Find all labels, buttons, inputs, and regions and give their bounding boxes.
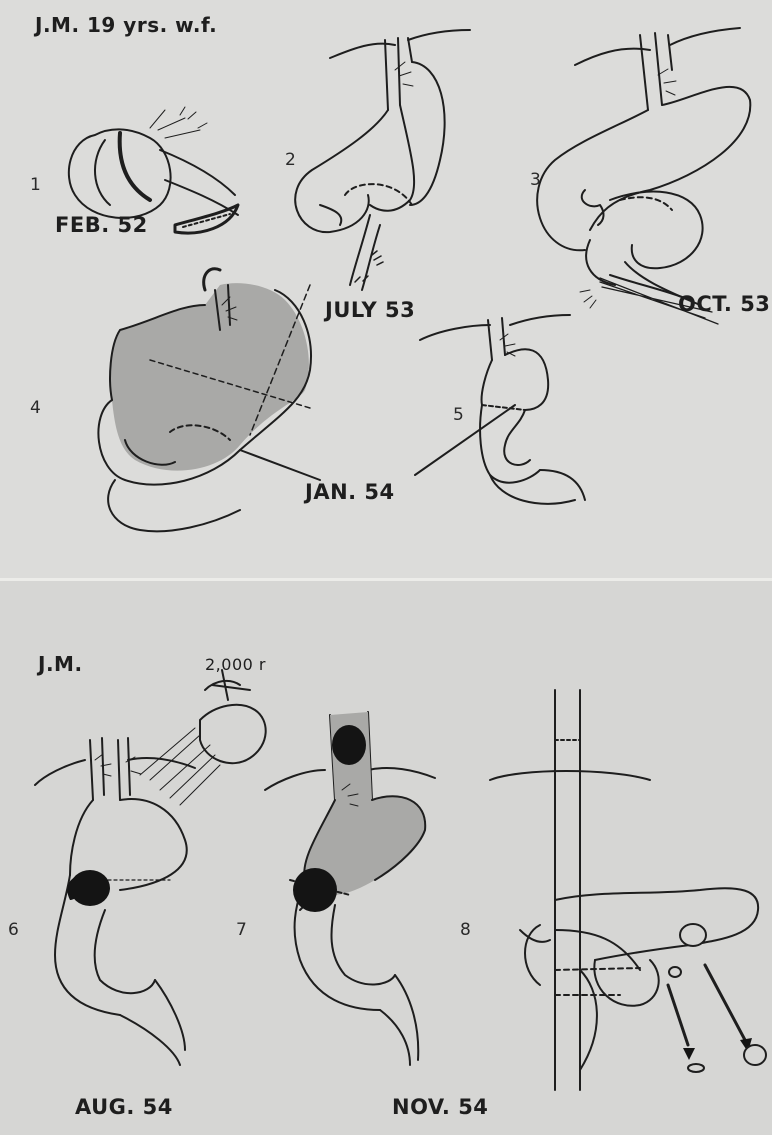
stage-number-1: 1: [30, 175, 41, 195]
stage-2-date: JULY 53: [325, 298, 415, 322]
stage-1-date: FEB. 52: [55, 213, 148, 237]
stage-8-drawing: [490, 690, 758, 1090]
header-top: J.M. 19 yrs. w.f.: [35, 13, 217, 37]
stage-number-2: 2: [285, 150, 296, 170]
lymph-node-1: [680, 924, 706, 946]
stage-number-8: 8: [460, 920, 471, 940]
stage-number-3: 3: [530, 170, 541, 190]
stage-6-date: AUG. 54: [75, 1095, 173, 1119]
header-bottom: J.M.: [38, 652, 83, 676]
stage-4-drawing: [98, 269, 320, 532]
lymph-node-2: [669, 967, 681, 977]
stage-4-5-date: JAN. 54: [305, 480, 395, 504]
lymph-node-4: [744, 1045, 766, 1065]
radiation-dose-label: 2,000 r: [205, 655, 266, 674]
stage-2-drawing: [295, 30, 470, 290]
tumor-mass-7a: [332, 725, 366, 765]
tumor-mass-7b: [293, 868, 337, 912]
stage-5-drawing: [415, 315, 585, 504]
stage-6-drawing: [35, 670, 266, 1065]
stage-number-7: 7: [236, 920, 247, 940]
stage-number-6: 6: [8, 920, 19, 940]
stage-number-5: 5: [453, 405, 464, 425]
stage-7-date: NOV. 54: [392, 1095, 488, 1119]
stage-number-4: 4: [30, 398, 41, 418]
stage-3-date: OCT. 53: [678, 292, 770, 316]
tumor-mass-6: [70, 870, 110, 906]
lymph-node-3: [688, 1064, 704, 1072]
stage-3-drawing: [537, 28, 750, 324]
